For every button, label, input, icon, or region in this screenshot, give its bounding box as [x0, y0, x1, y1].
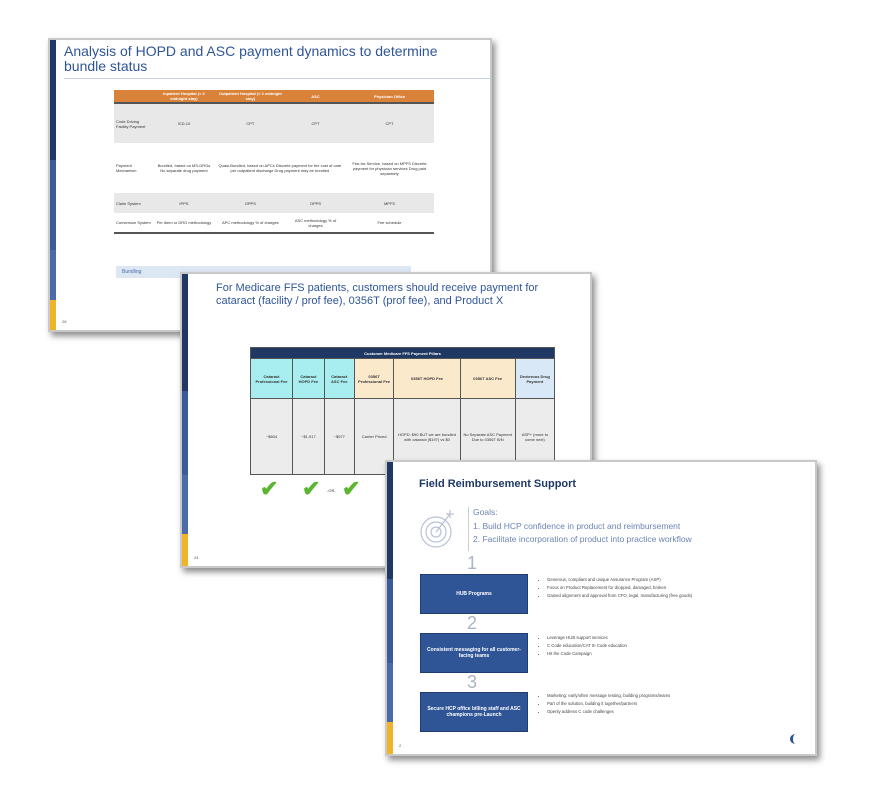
slide-title: For Medicare FFS patients, customers sho…	[216, 282, 539, 307]
or-label: -OR-	[327, 488, 336, 493]
step-number: 2	[467, 613, 478, 633]
slide-accent-bar	[50, 40, 56, 330]
slide-field-reimbursement-support: Field Reimbursement Support Goals: 1. Bu…	[385, 460, 817, 756]
checkmark-icon: ✔	[260, 476, 279, 501]
title-divider	[64, 78, 490, 79]
step-box-consistent-messaging: Consistent messaging for all customer-fa…	[420, 633, 528, 673]
page-number: 26	[62, 319, 67, 324]
slide-title: Field Reimbursement Support	[419, 478, 577, 490]
slide-title: Analysis of HOPD and ASC payment dynamic…	[64, 43, 438, 74]
logo-icon	[790, 734, 801, 744]
goals-divider	[468, 507, 469, 551]
page-number: 2	[399, 743, 402, 748]
step-number: 3	[467, 672, 478, 692]
payment-pillars-table: Customer Medicare FFS Payment Pillars Ca…	[249, 347, 556, 475]
checkmark-icon: ✔	[342, 476, 361, 501]
slide-medicare-ffs-payment: For Medicare FFS patients, customers sho…	[180, 272, 592, 568]
step-bullets: Generous, compliant and unique Assurance…	[539, 576, 692, 600]
payment-dynamics-table: Inpatient Hospital (> 2 midnight stay)Ou…	[114, 90, 434, 234]
slide-accent-bar	[387, 462, 393, 754]
page-number: 24	[194, 555, 199, 560]
target-icon	[420, 510, 454, 548]
step-box-secure-hcp: Secure HCP office billing staff and ASC …	[420, 692, 528, 732]
slide-hopd-asc-analysis: Analysis of HOPD and ASC payment dynamic…	[48, 38, 492, 332]
slide-accent-bar	[182, 274, 188, 566]
checkmark-icon: ✔	[302, 476, 321, 501]
step-bullets: Leverage HUB support servicesC Code educ…	[539, 634, 627, 658]
step-box-hub-programs: HUB Programs	[420, 574, 528, 614]
goals-block: Goals: 1. Build HCP confidence in produc…	[473, 507, 692, 544]
step-number: 1	[467, 553, 478, 573]
step-bullets: Marketing: early/often message testing, …	[539, 692, 670, 716]
